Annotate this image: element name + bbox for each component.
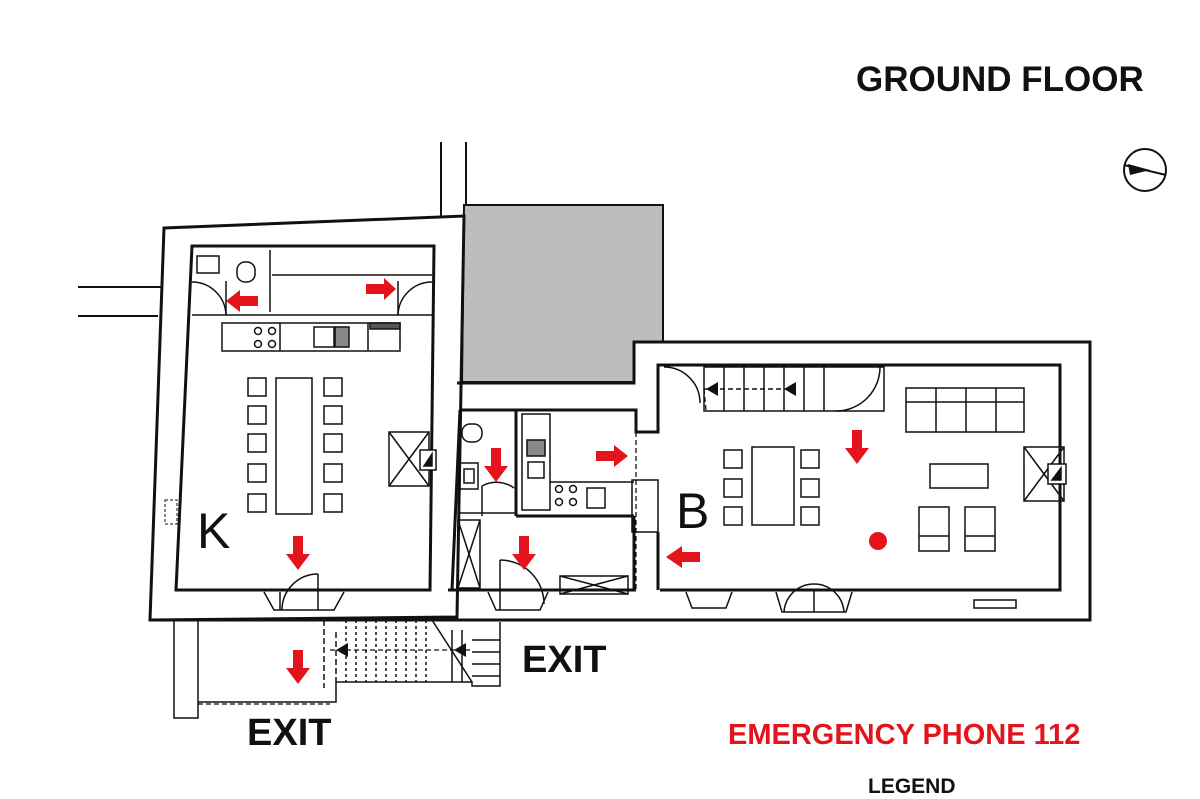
exterior-stair xyxy=(173,619,501,719)
legend-heading: LEGEND xyxy=(868,775,956,798)
escape-route-path xyxy=(198,388,707,705)
k-side-door xyxy=(164,499,178,525)
exit-label-right: EXIT xyxy=(522,639,607,681)
k-dining-table xyxy=(247,377,343,515)
building-b-interior xyxy=(663,366,1067,613)
entrance-doors xyxy=(263,559,549,611)
exit-label-bottom: EXIT xyxy=(247,712,332,754)
north-compass-icon xyxy=(1123,148,1167,192)
neighbour-walls xyxy=(78,142,467,317)
k-kitchen-counter xyxy=(221,322,401,352)
escape-arrow-icon xyxy=(226,278,869,684)
middle-rooms xyxy=(457,413,659,595)
building-k-walls xyxy=(148,214,466,622)
k-fireplace xyxy=(388,431,437,487)
page-title: GROUND FLOOR xyxy=(856,60,1144,99)
path-direction-arrows xyxy=(336,382,796,657)
room-label-k: K xyxy=(197,503,231,559)
room-label-b: B xyxy=(676,483,710,539)
emergency-phone: EMERGENCY PHONE 112 xyxy=(728,719,1081,751)
k-bathroom xyxy=(191,250,433,316)
assembly-point-marker xyxy=(869,532,887,550)
